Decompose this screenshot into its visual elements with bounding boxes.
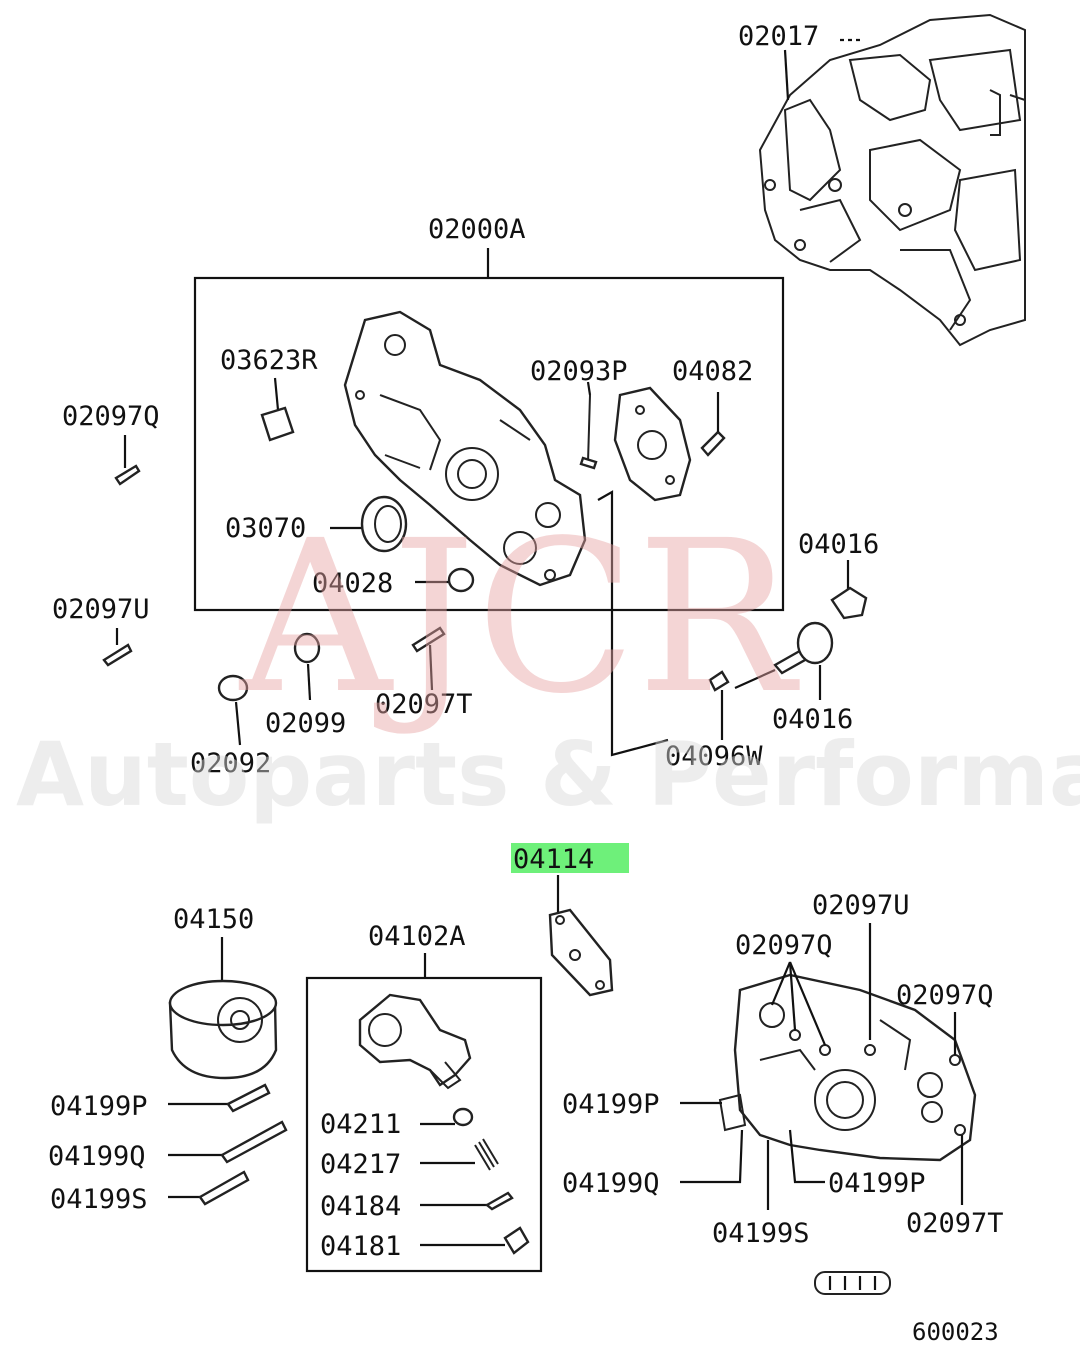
o-ring-02099: [293, 632, 321, 664]
label-02097Q-lower-a: 02097Q: [735, 930, 833, 961]
gasket-04184: [484, 1191, 514, 1211]
watermark-brand: AJCR: [238, 495, 801, 740]
leader-02092: [234, 701, 242, 746]
seal-03070: [360, 495, 408, 553]
label-04199P-right1: 04199P: [562, 1089, 660, 1120]
label-02000A: 02000A: [428, 214, 526, 245]
gear-04016: [796, 621, 834, 665]
drawing-symbol-icon: [814, 1271, 891, 1295]
label-02093P: 02093P: [530, 356, 628, 387]
label-02097T-lower: 02097T: [906, 1208, 1004, 1239]
label-02017: 02017: [738, 21, 819, 52]
label-02097Q-upper: 02097Q: [62, 401, 160, 432]
label-04181: 04181: [320, 1231, 401, 1262]
leader-02097Q-a2: [788, 961, 797, 1031]
pin-02093P: [587, 394, 591, 463]
bolt-02097Q: [114, 464, 141, 486]
label-04199P-right2: 04199P: [828, 1168, 926, 1199]
label-04199P-left: 04199P: [50, 1091, 148, 1122]
label-04199S-right: 04199S: [712, 1218, 810, 1249]
bolt-02097U: [102, 643, 133, 667]
screw-04082: [700, 430, 726, 457]
highlight-04114: [511, 843, 629, 873]
label-04199Q-right: 04199Q: [562, 1168, 660, 1199]
plunger-04211: [452, 1107, 474, 1127]
label-03070: 03070: [225, 513, 306, 544]
label-04114[interactable]: 04114: [513, 844, 594, 875]
bolt-04199S-left: [198, 1170, 250, 1206]
leader-02097T-upper: [428, 644, 434, 691]
label-02097U-upper: 02097U: [52, 594, 150, 625]
assembly-04102A-box: [305, 976, 543, 1273]
label-03623R: 03623R: [220, 345, 318, 376]
leader-04096W-shaft: [734, 668, 776, 690]
nut-04016: [830, 586, 868, 620]
leader-03623R: [273, 377, 280, 411]
oil-filter-04150: [168, 979, 278, 1080]
label-02097T-upper: 02097T: [375, 689, 473, 720]
engine-block-drawing: [758, 13, 1026, 347]
leader-02093P: [586, 381, 592, 396]
bracket-04096W: [597, 490, 669, 757]
gasket-04114: [548, 908, 614, 997]
bolt-04199Q-left: [220, 1120, 288, 1164]
bolt-02097T-upper: [411, 626, 446, 653]
label-04199Q-left: 04199Q: [48, 1141, 146, 1172]
leader-04199P-r2: [788, 1129, 825, 1184]
diagram-code: 600023: [912, 1318, 999, 1346]
label-02092: 02092: [190, 748, 271, 779]
leader-04199Q-r: [680, 1129, 744, 1184]
label-04096W: 04096W: [665, 741, 763, 772]
bolt-04199P-left: [226, 1083, 271, 1113]
label-02097Q-lower-b: 02097Q: [896, 980, 994, 1011]
label-04082: 04082: [672, 356, 753, 387]
oil-filter-bracket-drawing: [358, 993, 472, 1090]
leader-02097Q-a1: [770, 961, 792, 1006]
seal-04028: [447, 567, 475, 593]
pin-02093P-head: [579, 456, 598, 470]
plug-03623R: [260, 406, 295, 442]
leader-02097Q-a3: [788, 961, 827, 1046]
label-04028: 04028: [312, 568, 393, 599]
label-04217: 04217: [320, 1149, 401, 1180]
label-04211: 04211: [320, 1109, 401, 1140]
watermark-tagline: Autoparts & Performance: [16, 723, 1080, 826]
key-04096W: [708, 670, 730, 692]
label-04016-b: 04016: [772, 704, 853, 735]
assembly-02000A-box: [193, 276, 785, 612]
label-04150: 04150: [173, 904, 254, 935]
label-02097U-lower: 02097U: [812, 890, 910, 921]
label-04016-a: 04016: [798, 529, 879, 560]
leader-02017: [783, 49, 790, 101]
pump-cover-plate-drawing: [613, 386, 692, 502]
label-04184: 04184: [320, 1191, 401, 1222]
plug-04181: [503, 1226, 530, 1255]
label-02099: 02099: [265, 708, 346, 739]
oil-pump-case-drawing: [343, 310, 587, 587]
spring-04217: [474, 1138, 499, 1171]
leader-02099: [306, 663, 312, 701]
o-ring-02092: [217, 674, 249, 702]
label-04199S-left: 04199S: [50, 1184, 148, 1215]
label-04102A: 04102A: [368, 921, 466, 952]
